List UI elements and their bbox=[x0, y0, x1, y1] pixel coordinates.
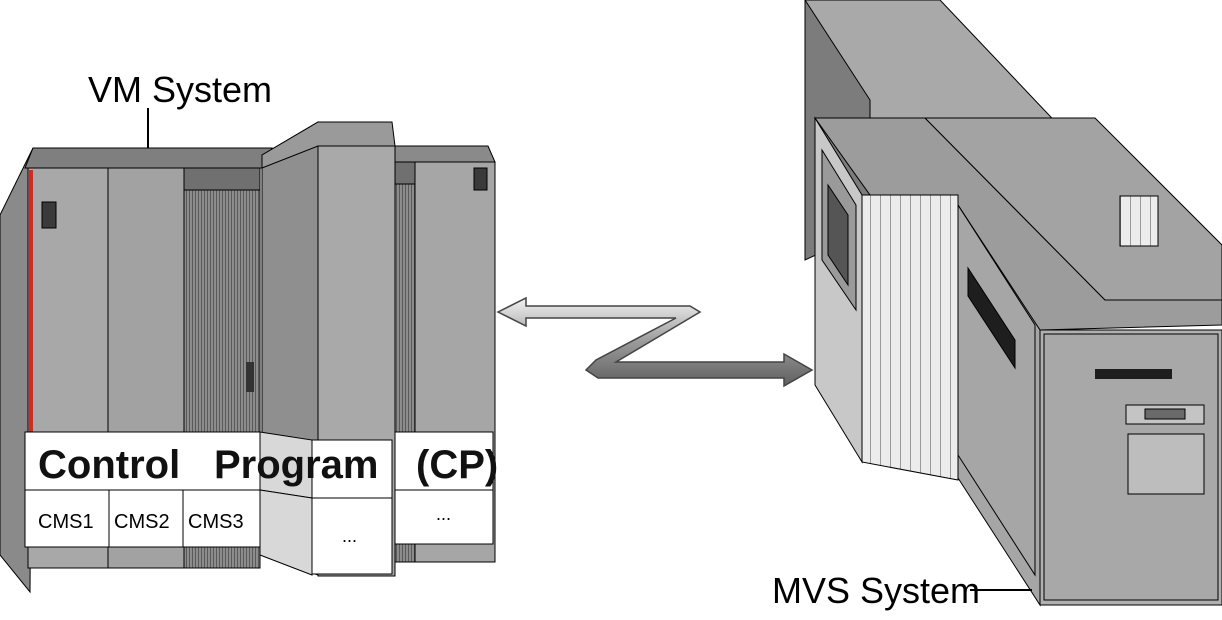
program-label: Program bbox=[214, 443, 379, 487]
mvs-middle-slot bbox=[967, 266, 1016, 370]
mvs-back-vent bbox=[1119, 195, 1159, 247]
vm-system-label: VM System bbox=[88, 69, 272, 110]
mvs-striped-panel bbox=[861, 194, 959, 481]
dots-cell-2 bbox=[394, 489, 494, 545]
mvs-middle-frame bbox=[957, 203, 1036, 577]
dots-label-2: ... bbox=[436, 504, 451, 524]
cms1-label: CMS1 bbox=[38, 511, 94, 533]
mvs-system-machine bbox=[804, 0, 1222, 607]
mvs-front-slot bbox=[1095, 369, 1172, 379]
vm-vent-header bbox=[183, 167, 261, 191]
cp-band-middle bbox=[311, 439, 393, 499]
dots-label-1: ... bbox=[342, 526, 357, 546]
vm-panel-indicator bbox=[41, 201, 57, 229]
z-arrow-connector bbox=[496, 296, 814, 388]
vm-door-handle bbox=[246, 362, 254, 392]
cms2-label: CMS2 bbox=[114, 511, 170, 533]
cms-angled-cell bbox=[259, 489, 313, 576]
mvs-front-panel-box bbox=[1127, 433, 1205, 495]
link-connector bbox=[496, 296, 814, 388]
vm-right-indicator bbox=[473, 167, 488, 191]
cp-band-right bbox=[394, 431, 494, 491]
mvs-left-slot bbox=[827, 183, 849, 287]
mvs-top-right bbox=[923, 117, 1222, 301]
cms3-cell bbox=[182, 489, 261, 548]
vm-right-top bbox=[394, 145, 496, 163]
control-program-band: Control Program (CP) CMS1 CMS2 CMS3 ... … bbox=[24, 431, 498, 576]
cms3-label: CMS3 bbox=[188, 511, 244, 533]
mvs-drive-slot bbox=[1144, 408, 1186, 420]
vm-top-panel bbox=[24, 147, 273, 169]
control-label: Control bbox=[38, 443, 180, 487]
cp-label: (CP) bbox=[416, 443, 498, 487]
cp-band-left bbox=[24, 431, 261, 491]
mvs-system-label: MVS System bbox=[772, 570, 980, 611]
dots-cell-1 bbox=[311, 497, 393, 575]
vm-right-vent-header bbox=[394, 161, 416, 185]
